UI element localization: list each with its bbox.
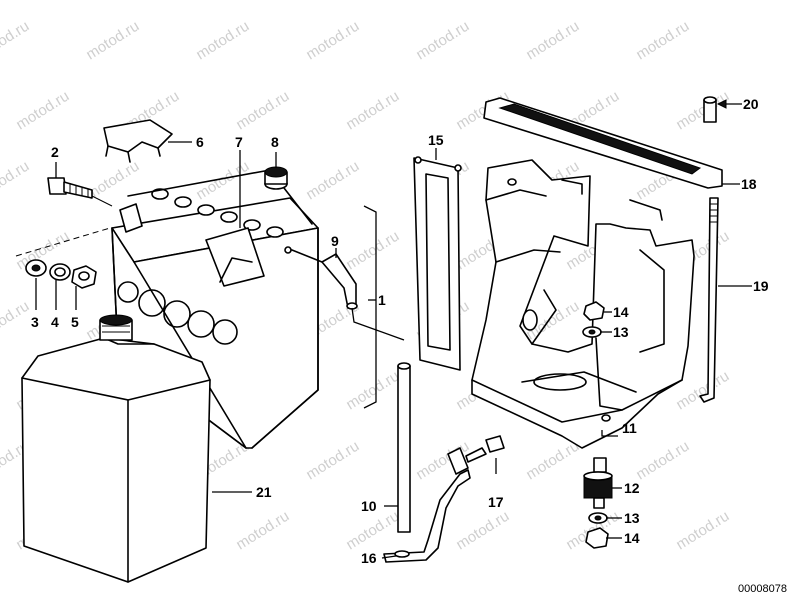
watermark-text: motod.ru — [633, 18, 692, 64]
diagram-code: 00008078 — [738, 583, 787, 595]
group-bracket-1-drawing — [363, 205, 377, 409]
part-label-7: 7 — [235, 134, 243, 150]
watermark-text: motod.ru — [193, 158, 252, 204]
part-label-21: 21 — [256, 484, 272, 500]
vent-cap-8-drawing — [264, 166, 288, 190]
part-label-3: 3 — [31, 314, 39, 330]
bolt-20-drawing — [703, 96, 717, 123]
watermark-text: motod.ru — [343, 368, 402, 414]
watermark-text: motod.ru — [673, 88, 732, 134]
part-label-17: 17 — [488, 494, 504, 510]
part-label-13-upper: 13 — [613, 324, 629, 340]
watermark-text: motod.ru — [413, 18, 472, 64]
watermark-text: motod.ru — [303, 438, 362, 484]
part-label-14-lower: 14 — [624, 530, 640, 546]
watermark-text: motod.ru — [0, 158, 32, 204]
watermark-text: motod.ru — [673, 508, 732, 554]
watermark-text: motod.ru — [233, 508, 292, 554]
part-label-16: 16 — [361, 550, 377, 566]
battery-drawing — [111, 169, 323, 449]
tie-rod-19-drawing — [699, 197, 719, 403]
battery-tray-11-drawing — [471, 159, 695, 449]
watermark-text: motod.ru — [83, 18, 142, 64]
holder-15-drawing — [413, 156, 462, 371]
watermark-text: motod.ru — [633, 438, 692, 484]
part-label-9: 9 — [331, 233, 339, 249]
part-label-20: 20 — [743, 96, 759, 112]
watermark-text: motod.ru — [0, 298, 32, 344]
rubber-mount-12-drawing — [583, 457, 613, 509]
watermark-text: motod.ru — [453, 508, 512, 554]
watermark-text: motod.ru — [303, 18, 362, 64]
part-label-2: 2 — [51, 144, 59, 160]
part-label-18: 18 — [741, 176, 757, 192]
part-label-15: 15 — [428, 132, 444, 148]
watermark-text: motod.ru — [233, 88, 292, 134]
part-label-13-lower: 13 — [624, 510, 640, 526]
strap-18-drawing — [483, 97, 723, 189]
part-label-6: 6 — [196, 134, 204, 150]
watermark-text: motod.ru — [523, 438, 582, 484]
arrow-20-icon — [716, 99, 727, 109]
watermark-text: motod.ru — [343, 228, 402, 274]
watermark-text: motod.ru — [303, 158, 362, 204]
fasteners-3-4-5-drawing — [15, 195, 113, 289]
terminal-cover-6-drawing — [103, 119, 173, 163]
part-label-4: 4 — [51, 314, 59, 330]
part-label-1: 1 — [378, 292, 386, 308]
nut-washer-lower-drawing — [585, 512, 609, 549]
part-label-8: 8 — [271, 134, 279, 150]
part-label-10: 10 — [361, 498, 377, 514]
battery-case-21-drawing — [21, 314, 211, 583]
part-label-19: 19 — [753, 278, 769, 294]
watermark-text: motod.ru — [193, 18, 252, 64]
watermark-text: motod.ru — [0, 18, 32, 64]
nut-washer-upper-drawing — [582, 301, 605, 338]
watermark-text: motod.ru — [343, 88, 402, 134]
clamp-10-16-17-drawing — [383, 362, 505, 563]
part-label-14-upper: 14 — [613, 304, 629, 320]
watermark-text: motod.ru — [13, 88, 72, 134]
part-label-11: 11 — [622, 420, 637, 436]
bolt-2-drawing — [47, 177, 93, 199]
part-labels: 1 2 3 4 5 6 7 8 9 10 11 12 13 13 14 14 1… — [31, 96, 769, 566]
watermark-text: motod.ru — [523, 18, 582, 64]
watermark-text: motod.ru — [343, 508, 402, 554]
part-label-12: 12 — [624, 480, 640, 496]
part-label-5: 5 — [71, 314, 79, 330]
